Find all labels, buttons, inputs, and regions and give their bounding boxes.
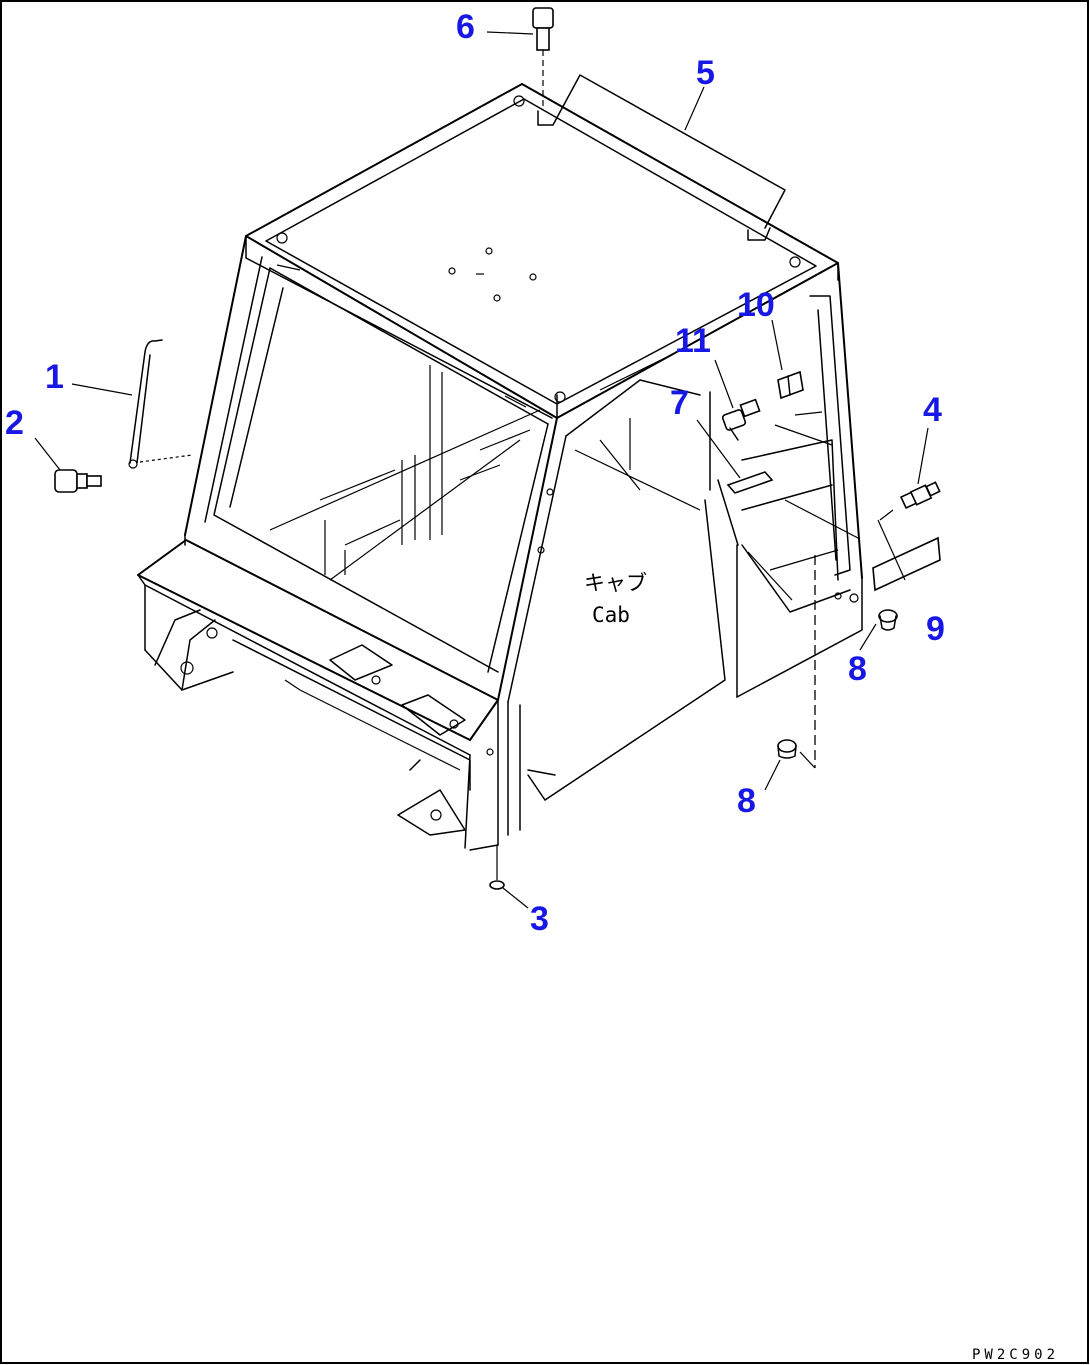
cab-label-english: Cab	[592, 603, 630, 627]
drawing-code: PW2C902	[972, 1347, 1059, 1363]
callout-10: 10	[737, 286, 775, 324]
part-seal-5	[559, 74, 786, 229]
cab-roof	[245, 83, 839, 419]
callouts: 1 2 3 4 5 6 7 8 8 9 10 11	[5, 8, 945, 938]
part-bolt-6	[532, 7, 554, 110]
cab-right-frame	[544, 262, 863, 801]
leader-lines	[34, 31, 929, 909]
part-fitting-4	[899, 481, 941, 510]
callout-1: 1	[45, 358, 64, 396]
cab-front-console	[137, 539, 556, 851]
part-plug-8a	[878, 609, 898, 631]
part-plate-7	[726, 471, 774, 494]
part-clip-10	[777, 370, 804, 400]
callout-8-upper: 8	[848, 650, 867, 688]
part-connector-11	[721, 398, 761, 441]
callout-8-lower: 8	[737, 782, 756, 820]
part-cap-3	[489, 880, 505, 890]
cab-label-japanese: キャブ	[584, 571, 647, 595]
callout-2: 2	[5, 404, 24, 442]
part-pad-9	[872, 536, 941, 592]
callout-4: 4	[923, 391, 942, 429]
part-rod-1	[128, 339, 193, 469]
part-bolt-2	[54, 469, 102, 493]
plug-8b-link	[799, 751, 816, 769]
cab-left-frame	[184, 235, 567, 703]
callout-7: 7	[670, 384, 689, 422]
part-plug-8b	[777, 739, 797, 759]
callout-3: 3	[530, 900, 549, 938]
callout-9: 9	[926, 610, 945, 648]
callout-11: 11	[675, 322, 711, 360]
callout-6: 6	[456, 8, 475, 46]
callout-5: 5	[696, 54, 715, 92]
